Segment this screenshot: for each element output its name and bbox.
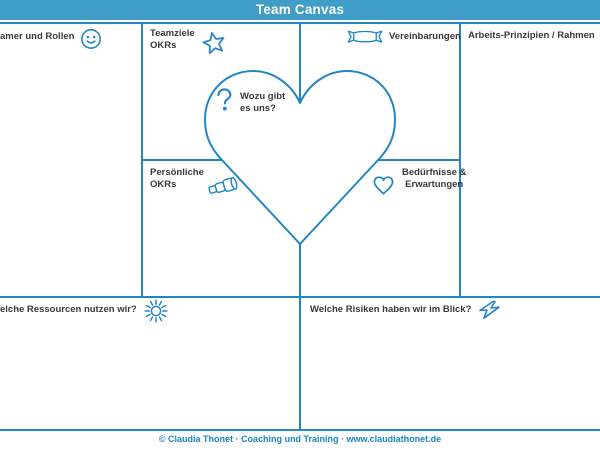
page-title: Team Canvas — [255, 2, 345, 17]
star-icon — [201, 30, 227, 56]
section-needs: Bedürfnisse & Erwartungen — [372, 167, 466, 196]
personal-okrs-label: Persönliche OKRs — [150, 167, 204, 190]
section-resources: elche Ressourcen nutzen wir? — [0, 298, 169, 324]
footer-bar: © Claudia Thonet · Coaching und Training… — [0, 432, 600, 450]
risks-label: Welche Risiken haben wir im Blick? — [310, 304, 472, 315]
lightning-icon — [477, 300, 502, 320]
team-roles-label: amer und Rollen — [0, 31, 75, 42]
needs-label: Bedürfnisse & Erwartungen — [402, 167, 467, 190]
resources-label: elche Ressourcen nutzen wir? — [0, 304, 137, 315]
section-agreements: Vereinbarungen — [347, 28, 461, 48]
sun-icon — [143, 298, 169, 324]
team-okrs-label: Teamziele OKRs — [150, 28, 195, 51]
telescope-icon — [208, 175, 238, 197]
section-risks: Welche Risiken haben wir im Blick? — [310, 300, 502, 320]
section-team-okrs: Teamziele OKRs — [150, 28, 227, 56]
section-purpose: Wozu gibt es uns? — [216, 88, 285, 114]
header-bar: Team Canvas — [0, 0, 600, 20]
purpose-label: Wozu gibt es uns? — [240, 91, 286, 114]
smiley-icon — [80, 28, 102, 50]
big-heart-outline — [204, 70, 396, 245]
section-principles: Arbeits-Prinzipien / Rahmen — [468, 27, 600, 58]
footer-credit: © Claudia Thonet · Coaching und Training… — [158, 434, 442, 444]
question-icon — [216, 88, 233, 113]
section-team-roles: amer und Rollen — [0, 28, 102, 50]
agreements-label: Vereinbarungen — [389, 31, 461, 42]
principles-label: Arbeits-Prinzipien / Rahmen — [468, 30, 595, 41]
heart-icon — [372, 175, 395, 196]
section-personal-okrs: Persönliche OKRs — [150, 167, 238, 197]
banner-icon — [347, 28, 383, 48]
